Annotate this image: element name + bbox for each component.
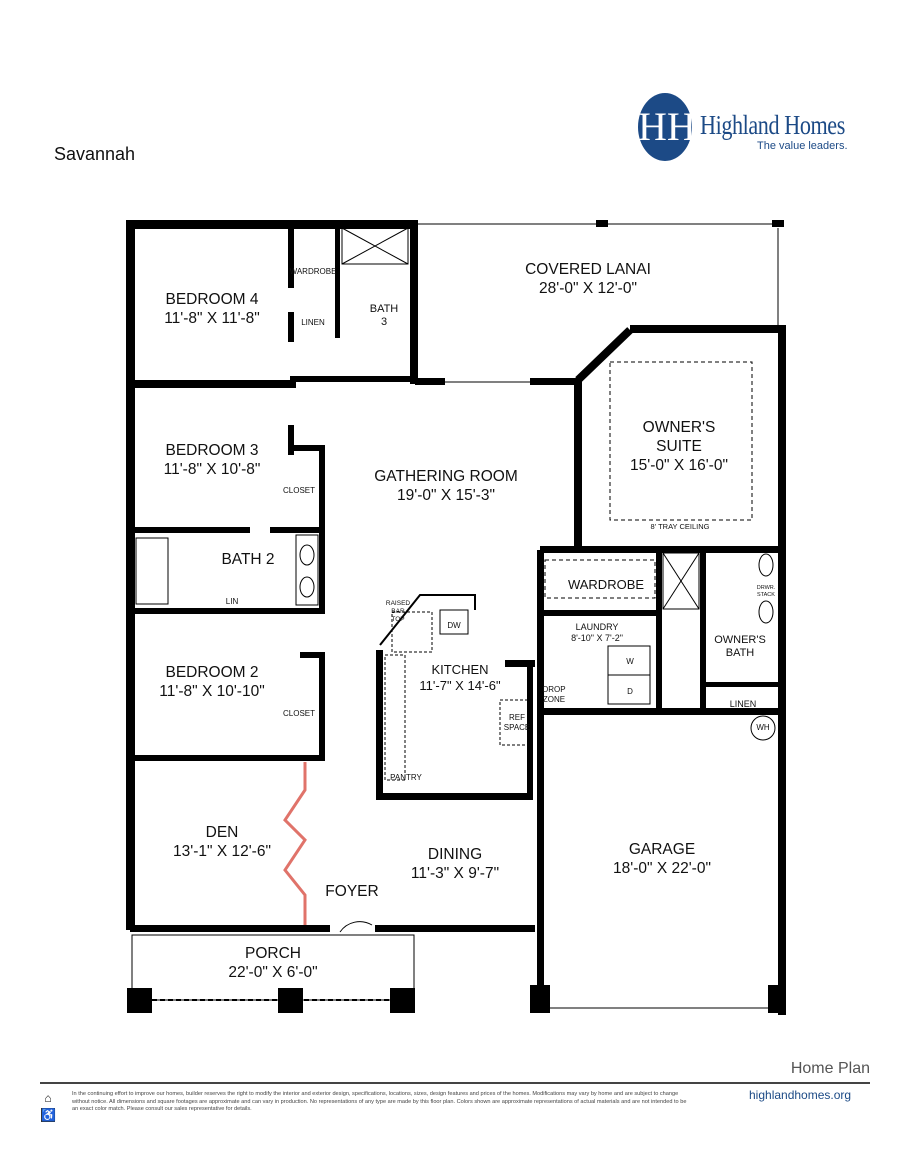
logo-monogram: HH bbox=[638, 93, 696, 161]
label-closet: CLOSET bbox=[282, 709, 316, 718]
label-tray-ceiling: 8' TRAY CEILING bbox=[650, 522, 710, 531]
room-bath-2: BATH 2 bbox=[221, 551, 275, 568]
footer-divider bbox=[40, 1082, 870, 1084]
room-foyer: FOYER bbox=[325, 883, 379, 900]
equal-housing-icon: ⌂ bbox=[44, 1091, 52, 1105]
plan-name: Savannah bbox=[54, 144, 136, 164]
label-laundry-size: 8'-10" X 7'-2" bbox=[571, 633, 623, 643]
label-linen-owners: LINEN bbox=[729, 699, 757, 709]
label-closet: CLOSET bbox=[282, 486, 316, 495]
logo-tagline: The value leaders. bbox=[757, 140, 848, 152]
label-lin: LIN bbox=[225, 597, 239, 606]
website-link[interactable]: highlandhomes.org bbox=[749, 1088, 852, 1102]
label-laundry: LAUNDRY bbox=[575, 622, 619, 632]
label-dryer: D bbox=[627, 687, 633, 696]
den-folding-door bbox=[283, 762, 307, 925]
label-ref-space: REF SPACE bbox=[503, 713, 531, 732]
walls bbox=[126, 220, 786, 1015]
label-bath-3: BATH bbox=[369, 303, 399, 315]
label-drawer-stack: DRWR. STACK bbox=[756, 585, 776, 598]
label-raised-bar-top: RAISED BAR TOP bbox=[385, 600, 411, 623]
room-wardrobe: WARDROBE bbox=[567, 577, 645, 592]
logo-brand: Highland Homes bbox=[700, 110, 845, 140]
label-dishwasher: DW bbox=[447, 621, 461, 630]
label-bath-3-number: 3 bbox=[380, 316, 388, 328]
label-drop-zone: DROP ZONE bbox=[542, 685, 566, 704]
label-water-heater: WH bbox=[756, 723, 770, 732]
label-wardrobe: WARDROBE bbox=[289, 267, 337, 276]
label-linen: LINEN bbox=[301, 318, 325, 327]
home-plan-label: Home Plan bbox=[790, 1060, 870, 1077]
label-washer: W bbox=[626, 657, 634, 666]
disclaimer: In the continuing effort to improve our … bbox=[72, 1091, 687, 1113]
thin-lines bbox=[131, 223, 783, 1009]
label-owners-bath: OWNER'S BATH bbox=[714, 634, 766, 659]
accessibility-icon: ♿ bbox=[41, 1108, 56, 1122]
label-pantry: PANTRY bbox=[390, 773, 422, 782]
